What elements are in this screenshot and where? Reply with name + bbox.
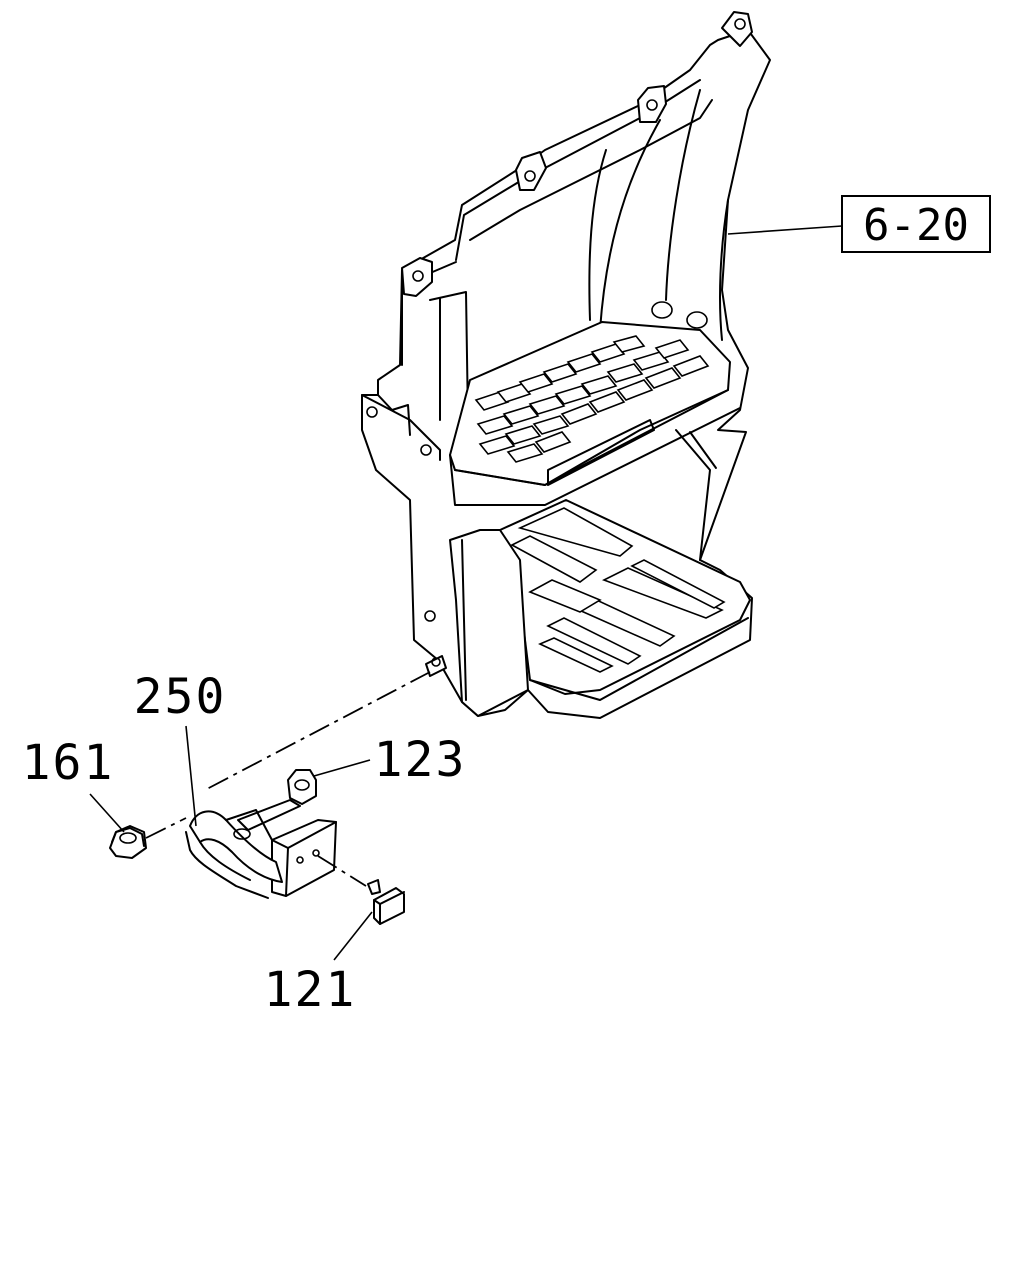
part-label-121[interactable]: 121 bbox=[264, 962, 357, 1018]
hex-nut bbox=[287, 769, 317, 805]
part-label-250[interactable]: 250 bbox=[134, 669, 227, 725]
leader-121 bbox=[333, 911, 373, 961]
bolt-cap bbox=[317, 855, 405, 925]
upper-step-grid bbox=[474, 335, 710, 463]
step-assembly bbox=[361, 11, 771, 719]
leader-250 bbox=[185, 725, 197, 827]
reference-box[interactable]: 6-20 bbox=[841, 195, 991, 253]
reference-label: 6-20 bbox=[863, 200, 969, 251]
leader-6-20 bbox=[727, 225, 843, 235]
assembly-centerline bbox=[204, 671, 431, 791]
flange-nut bbox=[109, 817, 187, 859]
part-label-123[interactable]: 123 bbox=[374, 732, 467, 788]
leader-123 bbox=[313, 759, 371, 777]
leader-161 bbox=[89, 793, 125, 833]
lower-step-slots bbox=[510, 507, 726, 673]
part-label-161[interactable]: 161 bbox=[22, 735, 115, 791]
grab-handle bbox=[185, 799, 337, 899]
